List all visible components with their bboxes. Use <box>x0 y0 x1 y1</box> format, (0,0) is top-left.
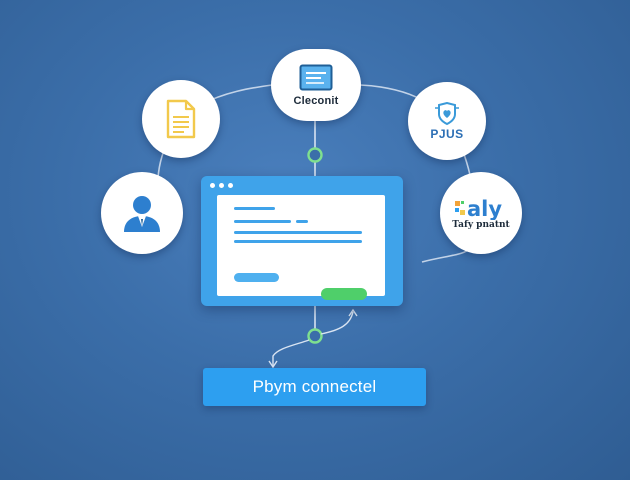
content-line-2b <box>296 220 308 223</box>
connector-node-bottom <box>307 328 323 344</box>
center-node-label: Cleconit <box>293 94 339 107</box>
app-window[interactable] <box>201 176 403 306</box>
brand-node[interactable]: aly Tafy pnatnt <box>440 172 522 254</box>
monitor-icon <box>299 64 333 90</box>
connector-node-top <box>307 147 323 163</box>
connected-status-button[interactable]: Pbym connectel <box>203 368 426 406</box>
content-line-2 <box>234 220 291 223</box>
document-node[interactable] <box>142 80 220 158</box>
content-line-3 <box>234 231 362 234</box>
content-line-1 <box>234 207 275 210</box>
brand-node-label: Tafy pnatnt <box>452 220 510 230</box>
window-dot-2 <box>219 183 224 188</box>
document-icon <box>166 99 196 139</box>
window-dot-1 <box>210 183 215 188</box>
window-dot-3 <box>228 183 233 188</box>
connector-curve-to-bar <box>272 339 310 366</box>
connected-status-label: Pbym connectel <box>252 377 377 396</box>
app-window-content <box>217 195 385 300</box>
brand-logo-text: aly <box>467 197 502 220</box>
user-icon <box>124 196 160 232</box>
content-line-4 <box>234 240 362 243</box>
plus-node[interactable]: PJUS <box>408 82 486 160</box>
secondary-button[interactable] <box>234 273 279 282</box>
user-node[interactable] <box>101 172 183 254</box>
shield-heart-icon <box>435 102 459 126</box>
connector-arrow-down <box>268 360 278 369</box>
center-node[interactable]: Cleconit <box>271 49 361 121</box>
plus-node-label: PJUS <box>430 127 464 141</box>
primary-button[interactable] <box>321 288 367 300</box>
brand-logo-icon: aly <box>455 197 502 220</box>
connector-curve-up <box>320 311 354 335</box>
connector-arrow-up <box>348 308 358 317</box>
